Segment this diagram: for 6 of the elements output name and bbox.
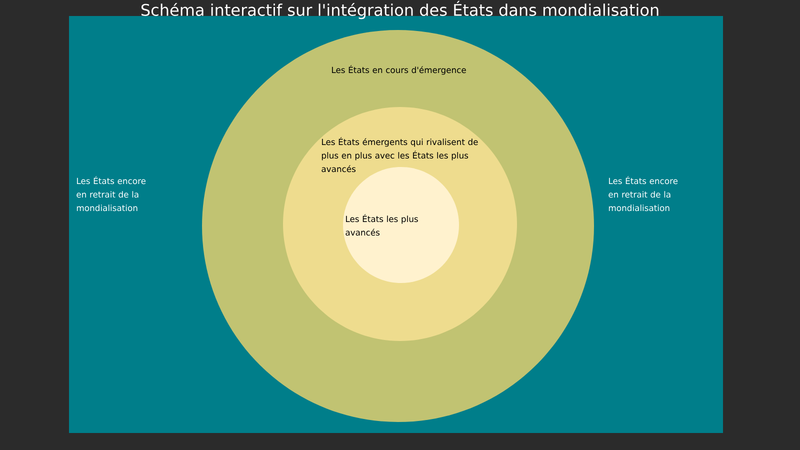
zone-label: Les États encore en retrait de la mondialisation (608, 176, 678, 212)
title: Schéma interactif sur l'intégration des États dans mondialisation (142, 0, 658, 20)
zone-label: Les États émergents qui rivalisent de plus en plus avec les États les plus avancés (322, 137, 478, 172)
zone-label: Les États encore en retrait de la mondialisation (76, 176, 146, 212)
zone-label: Les États en cours d'émergence (332, 65, 466, 75)
zone-label: Les États les plus avancés (346, 214, 418, 236)
